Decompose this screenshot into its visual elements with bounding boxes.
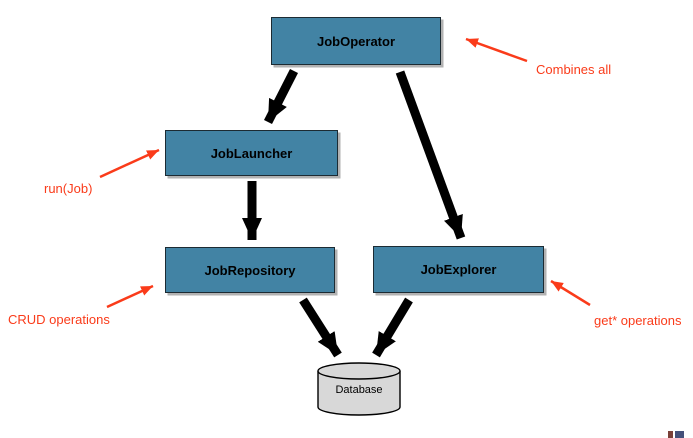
- annotation-combines-all: Combines all: [536, 62, 612, 77]
- arrow-joboperator-to-joblauncher: [263, 68, 299, 125]
- annotation-arrow-get-operations: [550, 279, 591, 307]
- node-job-repository: JobRepository: [165, 247, 335, 293]
- arrow-jobrepository-to-database: [299, 297, 342, 358]
- arrow-jobexplorer-to-database: [372, 297, 413, 358]
- node-job-repository-label: JobRepository: [204, 262, 296, 278]
- node-job-explorer: JobExplorer: [373, 246, 544, 293]
- node-job-launcher: JobLauncher: [165, 130, 338, 176]
- footer-mark: [668, 431, 673, 438]
- node-job-operator-label: JobOperator: [316, 33, 395, 49]
- arrow-joboperator-to-jobexplorer: [395, 70, 466, 240]
- annotation-arrow-run-job: [99, 148, 160, 179]
- annotation-run-job: run(Job): [44, 181, 93, 196]
- database-label: Database: [335, 384, 383, 396]
- annotation-crud-operations: CRUD operations: [8, 312, 110, 327]
- annotation-get-operations: get* operations: [594, 313, 682, 328]
- node-job-launcher-label: JobLauncher: [210, 145, 293, 161]
- footer-mark: [675, 431, 684, 438]
- node-job-explorer-label: JobExplorer: [420, 262, 497, 277]
- node-job-operator: JobOperator: [271, 17, 441, 65]
- annotation-arrow-crud-operations: [106, 284, 154, 309]
- annotation-arrow-combines-all: [465, 37, 528, 63]
